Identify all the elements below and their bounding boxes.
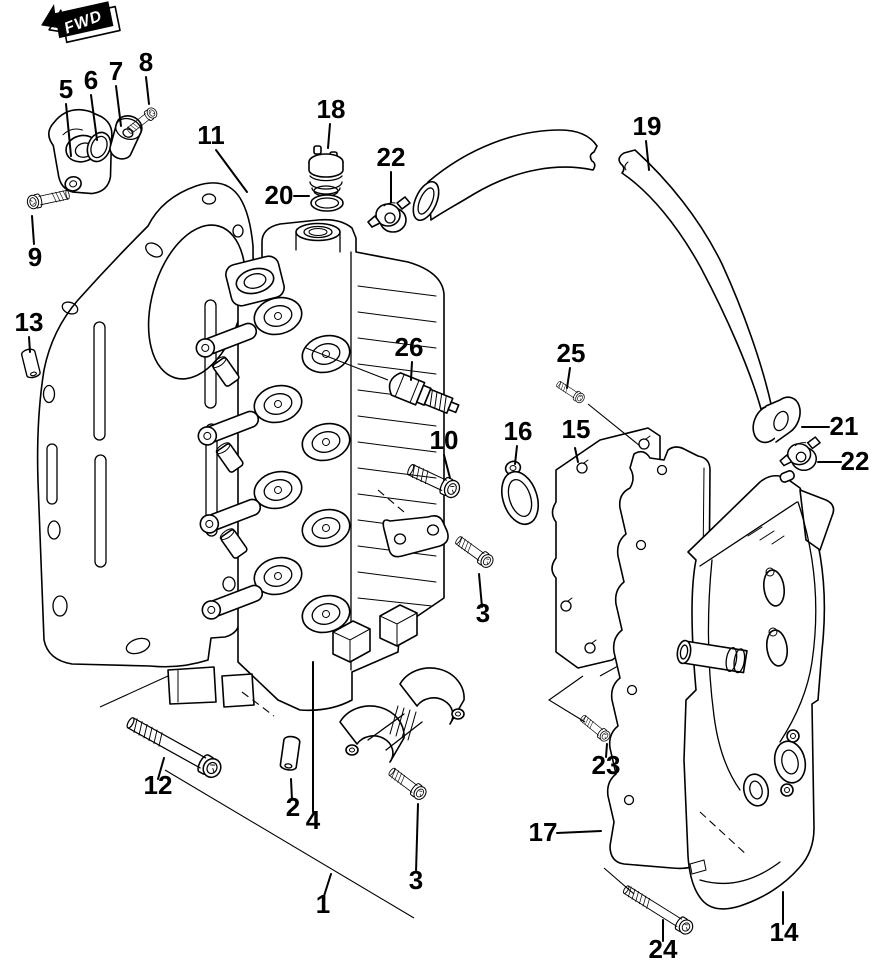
bolt-12-drawing [123, 712, 225, 782]
callout-16: 16 [504, 416, 533, 446]
callout-3b: 3 [409, 865, 423, 895]
water-fitting-drawing [676, 639, 748, 674]
alignment-dash-line-2 [699, 811, 749, 857]
bolt-24-drawing [620, 881, 696, 938]
callout-7: 7 [109, 56, 123, 86]
callout-4: 4 [306, 805, 321, 835]
callout-2: 2 [286, 792, 300, 822]
callout-19: 19 [633, 111, 662, 141]
screw-23-drawing [578, 712, 613, 744]
bolt-24-axis-line [603, 867, 635, 895]
cover-14-drawing [683, 470, 835, 910]
valve-bores [253, 296, 351, 634]
callout-23: 23 [592, 750, 621, 780]
water-hose-19-drawing [412, 129, 772, 410]
o-ring-20-drawing [310, 194, 344, 212]
alignment-dash-line [377, 489, 405, 513]
callout-20: 20 [265, 180, 294, 210]
callout-14: 14 [770, 917, 799, 947]
bolt-3-mid-drawing [452, 533, 497, 571]
thermostat-7-drawing [109, 115, 143, 160]
callout-leader-lines [28, 76, 842, 942]
spark-plug-26-drawing [388, 372, 460, 414]
hose-clamp-22-top-drawing [367, 196, 411, 233]
tappet-blocks-drawing [332, 604, 418, 663]
callout-18: 18 [317, 94, 346, 124]
callout-1: 1 [316, 889, 330, 919]
bolt-3-bottom-drawing [385, 764, 430, 803]
hose-clamp-22-right-drawing [779, 436, 821, 472]
thermostat-group-drawing [25, 105, 160, 211]
rocker-arms [195, 322, 264, 620]
dowel-pin-2-drawing [279, 734, 302, 772]
callout-26: 26 [395, 332, 424, 362]
callout-8: 8 [139, 47, 153, 77]
callout-11: 11 [197, 120, 225, 150]
callout-17: 17 [529, 817, 558, 847]
plug-18-drawing [308, 145, 344, 197]
callout-labels: 5 6 7 8 9 11 13 18 20 22 19 26 25 10 16 … [15, 47, 870, 964]
callout-21: 21 [830, 411, 859, 441]
thermostat-seal-6-drawing [86, 131, 112, 163]
callout-5: 5 [59, 74, 73, 104]
alignment-dash-line-3 [241, 691, 275, 717]
screw-25-axis-line [587, 403, 641, 447]
assembly-line-left [99, 675, 169, 708]
bolt-9-drawing [25, 187, 71, 211]
clamp-bracket-drawing [382, 515, 449, 558]
callout-15: 15 [562, 414, 591, 444]
assembly-line-diagonal [164, 769, 415, 919]
cylinder-head-drawing [167, 218, 445, 712]
cover-14-bosses [742, 567, 807, 807]
cam-cap-bracket-drawing [339, 667, 465, 763]
callout-9: 9 [28, 242, 42, 272]
spark-plug-axis-line [305, 347, 389, 381]
dowel-pin-13-drawing [20, 347, 42, 380]
fwd-marker: FWD [41, 1, 121, 44]
hose-end-21-drawing [752, 396, 801, 444]
screw-25-drawing [554, 378, 587, 405]
callout-13: 13 [15, 307, 44, 337]
callout-22b: 22 [841, 446, 870, 476]
callout-10: 10 [430, 425, 459, 455]
callout-25: 25 [557, 338, 586, 368]
callout-12: 12 [144, 770, 173, 800]
callout-3a: 3 [476, 598, 490, 628]
seal-16-drawing [501, 460, 539, 526]
callout-6: 6 [84, 65, 98, 95]
callout-24: 24 [649, 934, 678, 964]
screw-23-leader-line [547, 675, 586, 723]
callout-22a: 22 [377, 142, 406, 172]
